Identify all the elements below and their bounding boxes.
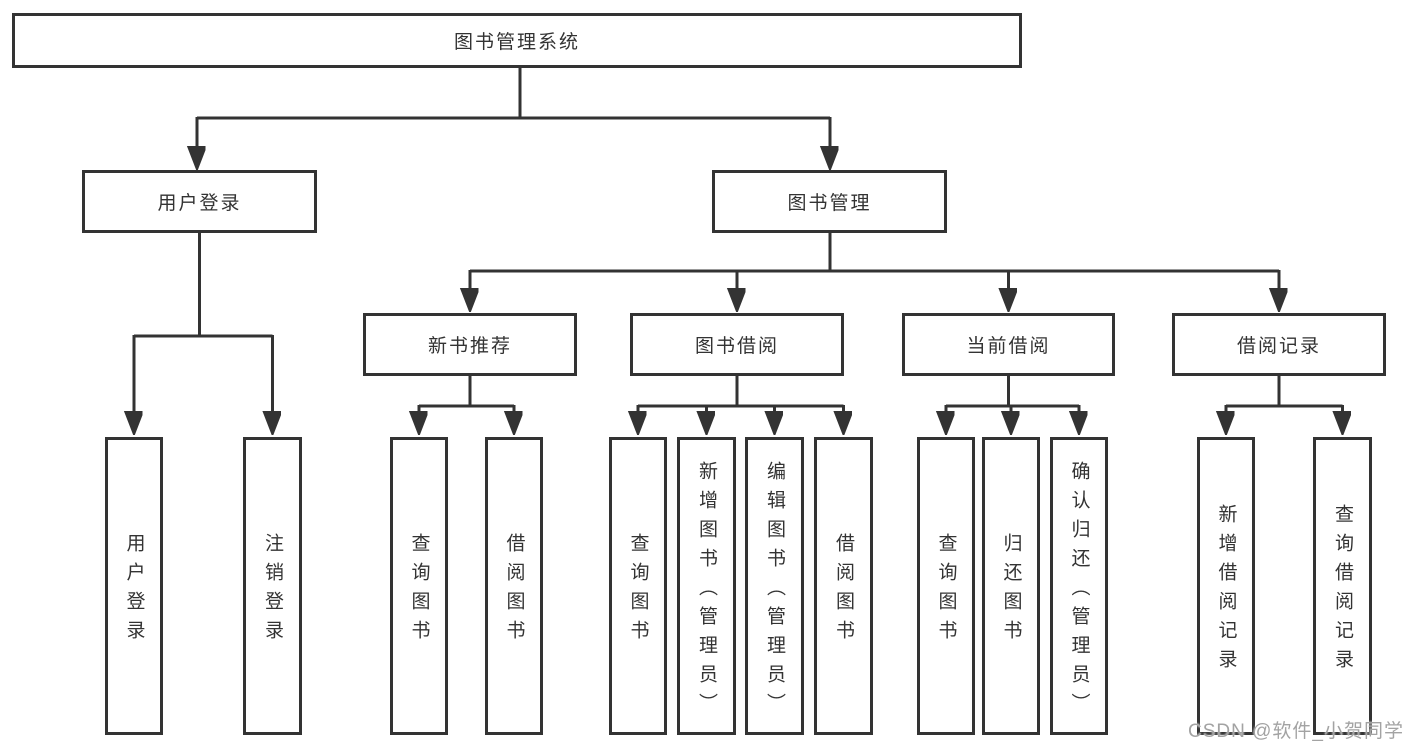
leaf-query-books-current: 查询图书: [917, 437, 975, 735]
leaf-label: 归还图书: [1000, 533, 1022, 649]
leaf-borrow-books-recommend: 借阅图书: [485, 437, 543, 735]
node-current-borrowing: 当前借阅: [902, 313, 1115, 376]
leaf-label: 查询图书: [408, 533, 430, 649]
connector-lines: [134, 68, 1343, 431]
leaf-label: 编辑图书（管理员）: [764, 460, 785, 722]
node-borrowing-records: 借阅记录: [1172, 313, 1386, 376]
leaf-label: 用户登录: [123, 533, 145, 649]
leaf-edit-books-admin: 编辑图书（管理员）: [745, 437, 804, 735]
leaf-add-borrow-record: 新增借阅记录: [1197, 437, 1255, 735]
node-new-book-recommend: 新书推荐: [363, 313, 577, 376]
node-book-management: 图书管理: [712, 170, 947, 233]
node-book-borrowing: 图书借阅: [630, 313, 844, 376]
leaf-label: 借阅图书: [503, 533, 525, 649]
node-label: 图书管理系统: [453, 32, 580, 53]
leaf-add-books-admin: 新增图书（管理员）: [677, 437, 736, 735]
leaf-logout: 注销登录: [243, 437, 302, 735]
leaf-query-books-borrowing: 查询图书: [609, 437, 667, 735]
leaf-label: 注销登录: [262, 533, 283, 649]
leaf-confirm-return-admin: 确认归还（管理员）: [1050, 437, 1108, 735]
leaf-label: 查询图书: [935, 533, 957, 649]
node-user-login: 用户登录: [82, 170, 317, 233]
watermark: CSDN @软件_小贺同学: [1188, 721, 1404, 742]
node-label: 当前借阅: [966, 336, 1051, 357]
leaf-label: 新增借阅记录: [1215, 504, 1237, 678]
leaf-label: 借阅图书: [833, 533, 854, 649]
node-label: 借阅记录: [1236, 336, 1321, 357]
node-label: 图书管理: [787, 193, 872, 214]
leaf-query-borrow-record: 查询借阅记录: [1313, 437, 1372, 735]
node-library-management-system: 图书管理系统: [12, 13, 1022, 68]
node-label: 用户登录: [157, 193, 242, 214]
node-label: 图书借阅: [694, 336, 779, 357]
leaf-label: 查询借阅记录: [1332, 504, 1353, 678]
leaf-label: 新增图书（管理员）: [696, 460, 717, 722]
leaf-return-books: 归还图书: [982, 437, 1040, 735]
leaf-label: 查询图书: [627, 533, 649, 649]
leaf-query-books-recommend: 查询图书: [390, 437, 448, 735]
node-label: 新书推荐: [427, 336, 512, 357]
leaf-borrow-books-borrowing: 借阅图书: [814, 437, 873, 735]
leaf-user-login: 用户登录: [105, 437, 163, 735]
leaf-label: 确认归还（管理员）: [1068, 460, 1090, 722]
